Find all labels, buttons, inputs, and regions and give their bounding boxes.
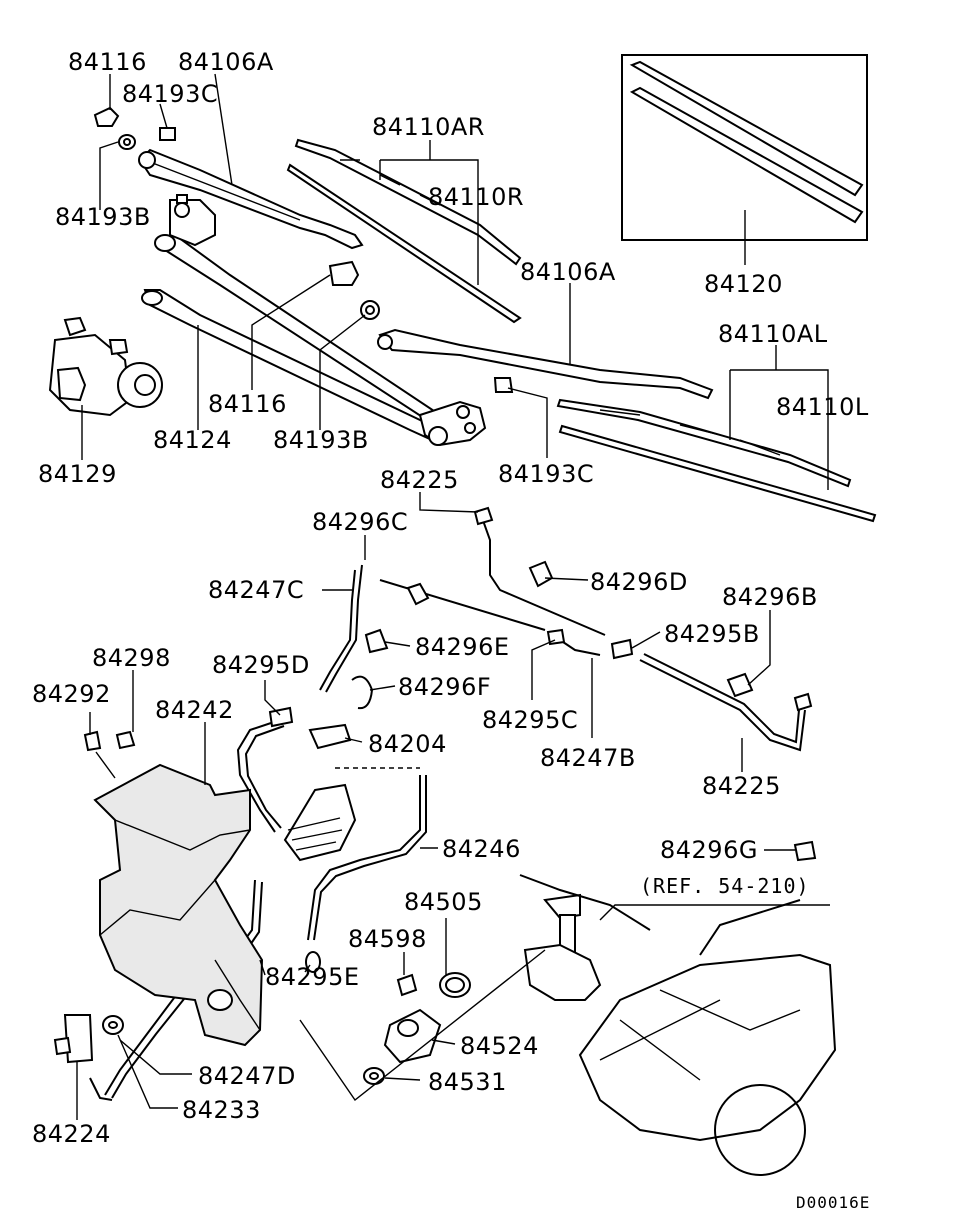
label-84193c-upper: 84193C xyxy=(122,80,218,108)
label-84247c: 84247C xyxy=(208,576,304,604)
label-84106a-right: 84106A xyxy=(520,258,616,286)
nut-84193c-upper xyxy=(159,127,176,141)
label-84296e: 84296E xyxy=(415,633,510,661)
label-84193c-lower: 84193C xyxy=(498,460,594,488)
label-reference: (REF. 54-210) xyxy=(640,874,810,898)
wiper-motor xyxy=(48,316,163,417)
label-84110ar: 84110AR xyxy=(372,113,485,141)
label-84505: 84505 xyxy=(404,888,483,916)
pivot-cap-lower xyxy=(328,260,360,286)
label-84193b-upper: 84193B xyxy=(55,203,151,231)
label-84531: 84531 xyxy=(428,1068,507,1096)
label-84295e: 84295E xyxy=(265,963,360,991)
hose-clip-84296e xyxy=(364,628,389,654)
label-84233: 84233 xyxy=(182,1096,261,1124)
label-84247b: 84247B xyxy=(540,744,636,772)
clamp-84505 xyxy=(439,972,471,998)
label-84296c: 84296C xyxy=(312,508,408,536)
label-84298: 84298 xyxy=(92,644,171,672)
label-84247d: 84247D xyxy=(198,1062,296,1090)
grommet-84233 xyxy=(102,1015,124,1035)
label-84296b: 84296B xyxy=(722,583,818,611)
washer-nozzle-left xyxy=(793,692,813,712)
label-84129: 84129 xyxy=(38,460,117,488)
wiper-arm-upper xyxy=(138,148,364,250)
wiper-blade-right xyxy=(286,138,522,324)
label-84225-upper: 84225 xyxy=(380,466,459,494)
label-84295d: 84295D xyxy=(212,651,310,679)
joint-84295e xyxy=(305,951,321,973)
clip-84296g xyxy=(793,840,817,862)
bolt-84298 xyxy=(115,730,136,750)
label-84295c: 84295C xyxy=(482,706,578,734)
nut-84193c-lower xyxy=(493,377,514,393)
hose-clip-84296c xyxy=(406,582,430,606)
label-84110r: 84110R xyxy=(428,183,524,211)
washer-pump xyxy=(383,1008,442,1064)
joint-84295b xyxy=(610,638,634,660)
washer-tank xyxy=(93,763,264,1047)
wiper-linkage xyxy=(141,233,487,447)
pump-detail xyxy=(523,893,602,1001)
wiper-blade-left xyxy=(556,398,877,523)
label-84204: 84204 xyxy=(368,730,447,758)
label-84292: 84292 xyxy=(32,680,111,708)
nut-84292 xyxy=(83,730,102,752)
screw-84598 xyxy=(396,973,418,997)
nut-84193b-lower xyxy=(360,300,380,320)
label-84193b-lower: 84193B xyxy=(273,426,369,454)
wiper-arm-right xyxy=(377,328,714,400)
washer-nozzle-right xyxy=(473,506,494,526)
hose-clip-84296d xyxy=(528,560,554,588)
label-84116-upper: 84116 xyxy=(68,48,147,76)
label-84106a-left: 84106A xyxy=(178,48,274,76)
leader-lines xyxy=(76,73,830,1120)
vehicle-sketch xyxy=(519,874,837,1176)
hose-clip-84296b xyxy=(726,672,754,698)
label-84524: 84524 xyxy=(460,1032,539,1060)
filler-neck xyxy=(283,723,420,862)
label-84110al: 84110AL xyxy=(718,320,828,348)
label-84110l: 84110L xyxy=(776,393,869,421)
label-84246: 84246 xyxy=(442,835,521,863)
label-84124: 84124 xyxy=(153,426,232,454)
label-84242: 84242 xyxy=(155,696,234,724)
grommet-84531 xyxy=(363,1067,385,1085)
label-84296d: 84296D xyxy=(590,568,688,596)
label-84296g: 84296G xyxy=(660,836,758,864)
pivot-cap-upper xyxy=(93,106,120,127)
wiper-pivot xyxy=(169,194,216,247)
label-84598: 84598 xyxy=(348,925,427,953)
label-84296f: 84296F xyxy=(398,673,491,701)
nut-84193b-upper xyxy=(118,134,136,150)
joint-84295c xyxy=(546,628,566,646)
label-84295b: 84295B xyxy=(664,620,760,648)
part-labels: 84116 84106A 84193C 84193B 84110AR 84110… xyxy=(32,48,870,1210)
drawing-code: D00016E xyxy=(796,1193,870,1210)
label-84116-lower: 84116 xyxy=(208,390,287,418)
label-84120: 84120 xyxy=(704,270,783,298)
level-sensor-84224 xyxy=(53,1014,94,1064)
hose-clip-84296f xyxy=(351,675,374,710)
joint-84295d xyxy=(268,706,294,728)
label-84224: 84224 xyxy=(32,1120,111,1148)
label-84225-lower: 84225 xyxy=(702,772,781,800)
